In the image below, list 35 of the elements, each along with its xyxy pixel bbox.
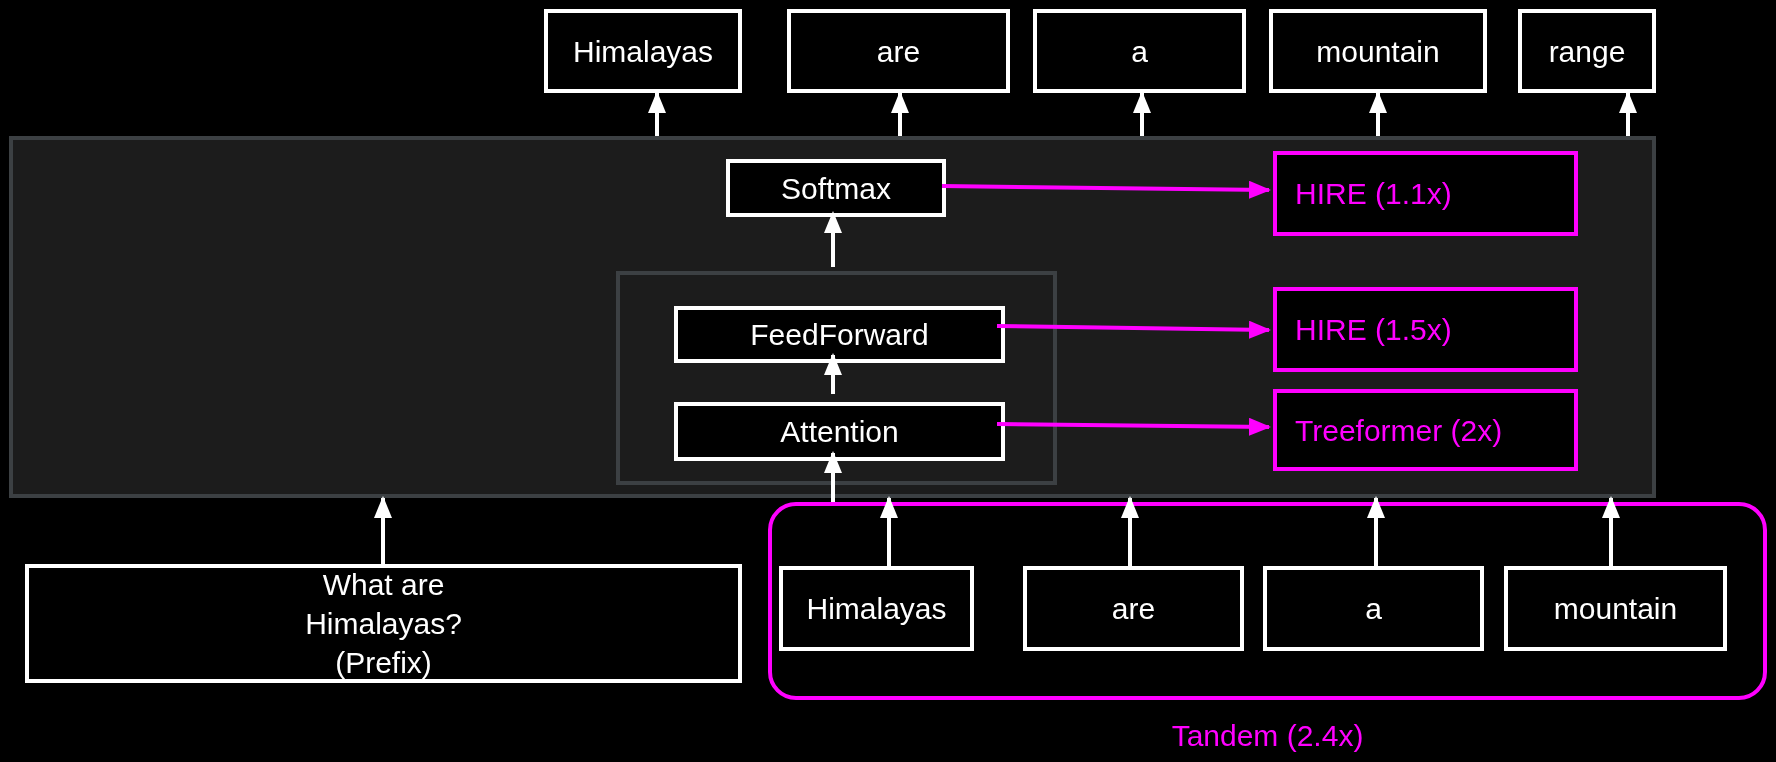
arrow [1369,91,1387,136]
block-panel [9,136,1656,498]
arrow [1133,91,1151,136]
text-box: mountain [1269,9,1487,93]
arrow [1602,496,1620,566]
arrow [941,180,1271,199]
arrow [996,320,1271,339]
arrow [891,91,909,136]
arrow [1121,496,1139,566]
text-box: mountain [1504,566,1727,651]
text-box: Himalayas [779,566,974,651]
text-box: Softmax [726,159,946,217]
arrow [1619,91,1637,136]
group-title: Tandem (2.4x) [1171,718,1364,754]
text-box: are [787,9,1010,93]
text-box: What are Himalayas? (Prefix) [25,564,742,683]
text-box: Attention [674,402,1005,461]
arrow [824,451,842,502]
text-box: a [1033,9,1246,93]
arrow [880,496,898,566]
layer-frame [616,271,1057,485]
arrow [824,211,842,267]
method-box: HIRE (1.5x) [1273,287,1578,372]
text-box: a [1263,566,1484,651]
arrow [996,417,1271,436]
text-box: Himalayas [544,9,742,93]
text-box: FeedForward [674,306,1005,363]
arrow [374,496,392,564]
arrow [648,91,666,136]
arrow [1367,496,1385,566]
text-box: are [1023,566,1244,651]
method-box: HIRE (1.1x) [1273,151,1578,236]
arrow [824,353,842,394]
text-box: range [1518,9,1656,93]
method-box: Treeformer (2x) [1273,389,1578,471]
